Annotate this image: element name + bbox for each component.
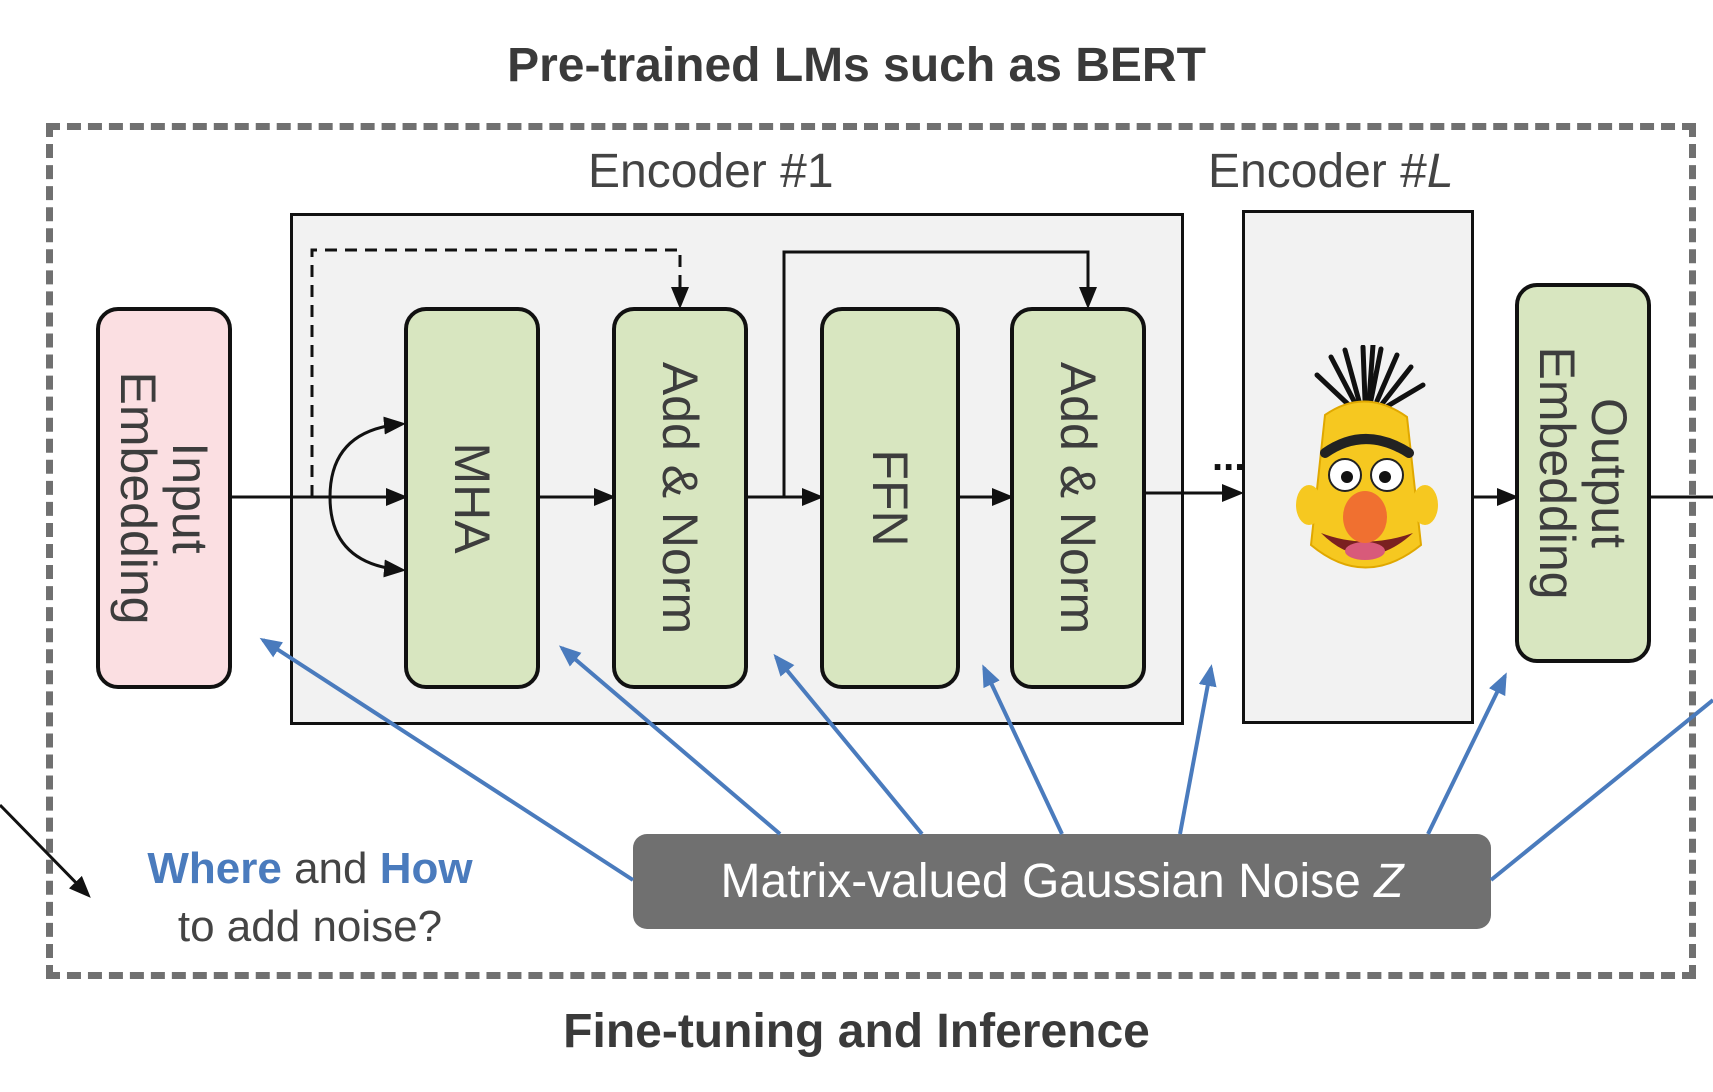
arrow-mha-lower	[328, 496, 406, 578]
noise-arrow-addnorm1	[773, 653, 924, 836]
add-norm-block-2: Add & Norm	[1010, 307, 1146, 689]
where-how-question: Where and How to add noise?	[147, 844, 473, 951]
ellipsis: ...	[1212, 435, 1245, 479]
noise-arrow-encoderL	[1178, 664, 1217, 835]
encoder1-label: Encoder #1	[588, 145, 834, 198]
residual-connection-1	[310, 248, 689, 497]
noise-arrow-input	[259, 637, 635, 882]
gaussian-noise-box: Matrix-valued Gaussian Noise Z	[633, 834, 1491, 929]
finetuning-boundary	[46, 123, 1696, 979]
bert-muppet-icon	[1296, 345, 1438, 569]
noise-arrow-ffn	[982, 664, 1064, 835]
residual-connection-2	[782, 250, 1097, 497]
output-embedding-block: Output Embedding	[1515, 283, 1651, 663]
arrow-to-question	[0, 803, 91, 898]
input-embedding-block: Input Embedding	[96, 307, 232, 689]
noise-arrow-right	[1489, 698, 1713, 882]
noise-arrow-output	[1426, 672, 1507, 835]
arrow-mha-upper	[328, 416, 406, 498]
noise-arrow-mha	[558, 645, 782, 836]
encoderL-label: Encoder #L	[1208, 145, 1454, 198]
top-title: Pre-trained LMs such as BERT	[507, 39, 1206, 92]
bottom-title: Fine-tuning and Inference	[563, 1005, 1150, 1058]
